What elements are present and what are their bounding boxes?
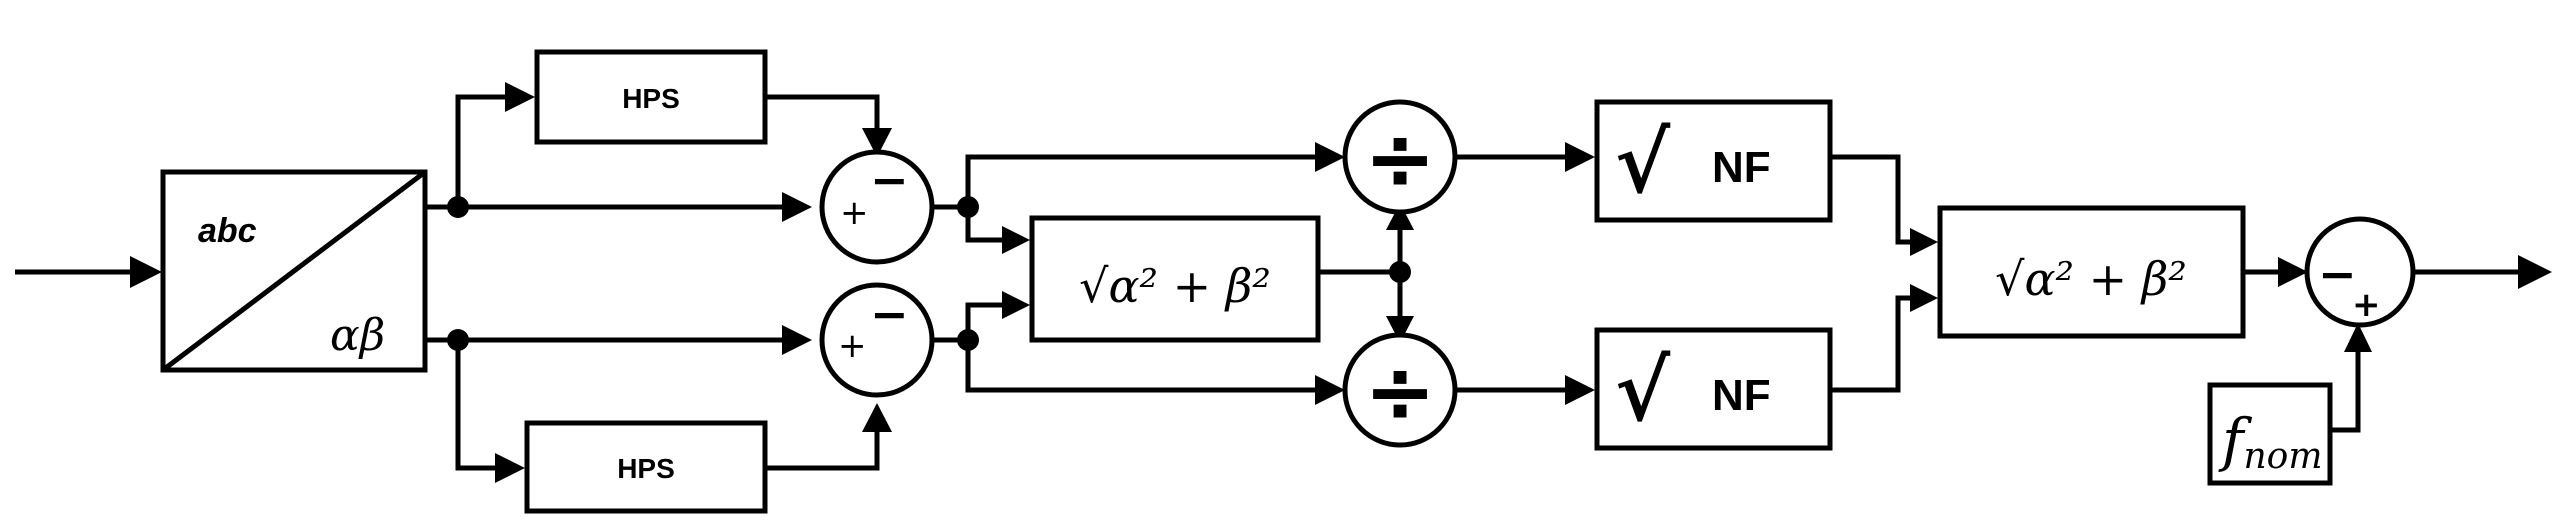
- hps-top-label: HPS: [622, 83, 680, 114]
- magnitude-out-label: √α² + β²: [1995, 252, 2187, 306]
- mag-top-arrowhead: [1002, 226, 1030, 254]
- mag-out-bottom-arrowhead: [1910, 284, 1938, 312]
- nf-top-out-wire: [1830, 154, 1912, 245]
- nf-bottom-out-wire: [1830, 295, 1912, 393]
- to-mag-bottom-wire: [965, 302, 1005, 340]
- fnom-subscript: nom: [2243, 436, 2322, 477]
- hps-bottom-arrowhead: [495, 453, 525, 483]
- divide-bottom-symbol: ÷: [1364, 342, 1436, 442]
- nf-top-block: √ NF: [1594, 99, 1833, 223]
- nf-top-root-symbol: √: [1615, 113, 1671, 212]
- fnom-wire: [2330, 350, 2361, 433]
- hps-top-block: HPS: [534, 49, 768, 145]
- abc-alphabeta-transform-block: abc αβ: [160, 169, 428, 373]
- output-arrowhead: [2518, 255, 2552, 289]
- fnom-arrowhead: [2344, 323, 2372, 352]
- hps-top-out-wire: [765, 94, 880, 130]
- beta-arrowhead: [782, 325, 812, 355]
- divide-top-denom-arrowhead: [1386, 203, 1414, 230]
- fnom-block: fnom: [2207, 382, 2333, 486]
- input-arrowhead: [130, 256, 162, 288]
- hps-bottom-out-wire: [765, 430, 880, 471]
- divide-bottom-denom-arrowhead: [1386, 316, 1414, 343]
- to-divide-top-wire: [965, 154, 1315, 207]
- to-mag-top-wire: [965, 207, 1005, 243]
- hps-bottom-block: HPS: [524, 420, 768, 514]
- mag-out-top-arrowhead: [1910, 228, 1938, 256]
- divide-operator-top: ÷: [1342, 99, 1458, 215]
- divide-bottom-arrowhead: [1315, 375, 1345, 405]
- sum-top-plus-sign: +: [840, 193, 869, 233]
- divide-operator-bottom: ÷: [1342, 332, 1458, 448]
- mag-bottom-arrowhead: [1002, 291, 1030, 319]
- beta-branch-wire: [455, 340, 500, 471]
- sum-top-arrowhead: [862, 128, 892, 157]
- sum-top-minus-sign: −: [870, 153, 909, 207]
- nf-top-arrowhead: [1565, 142, 1595, 172]
- sum-junction-output: − +: [2304, 216, 2416, 328]
- nf-bottom-label: NF: [1712, 371, 1771, 420]
- sum-junction-top: + −: [819, 149, 935, 265]
- transform-input-label: abc: [198, 212, 257, 250]
- sum-bottom-plus-sign: +: [838, 326, 867, 366]
- alpha-arrowhead: [782, 192, 812, 222]
- magnitude-block-mid: √α² + β²: [1029, 215, 1321, 343]
- hps-top-arrowhead: [505, 82, 535, 112]
- to-divide-bottom-wire: [965, 340, 1315, 393]
- sum-bottom-arrowhead: [862, 403, 892, 432]
- transform-output-label: αβ: [330, 310, 385, 361]
- final-sum-arrowhead: [2278, 257, 2308, 287]
- sum-bottom-minus-sign: −: [870, 287, 909, 341]
- divide-top-symbol: ÷: [1364, 109, 1436, 209]
- sum-out-plus-sign: +: [2352, 285, 2381, 325]
- sum-out-minus-sign: −: [2318, 247, 2357, 301]
- nf-bottom-arrowhead: [1565, 375, 1595, 405]
- nf-bottom-root-symbol: √: [1615, 341, 1671, 440]
- magnitude-block-out: √α² + β²: [1937, 205, 2246, 339]
- sum-junction-bottom: + −: [819, 282, 935, 398]
- alpha-branch-wire: [455, 94, 510, 207]
- magnitude-mid-label: √α² + β²: [1079, 259, 1271, 313]
- nf-bottom-block: √ NF: [1594, 327, 1833, 451]
- divide-top-arrowhead: [1315, 142, 1345, 172]
- hps-bottom-label: HPS: [617, 453, 675, 484]
- nf-top-label: NF: [1712, 143, 1771, 192]
